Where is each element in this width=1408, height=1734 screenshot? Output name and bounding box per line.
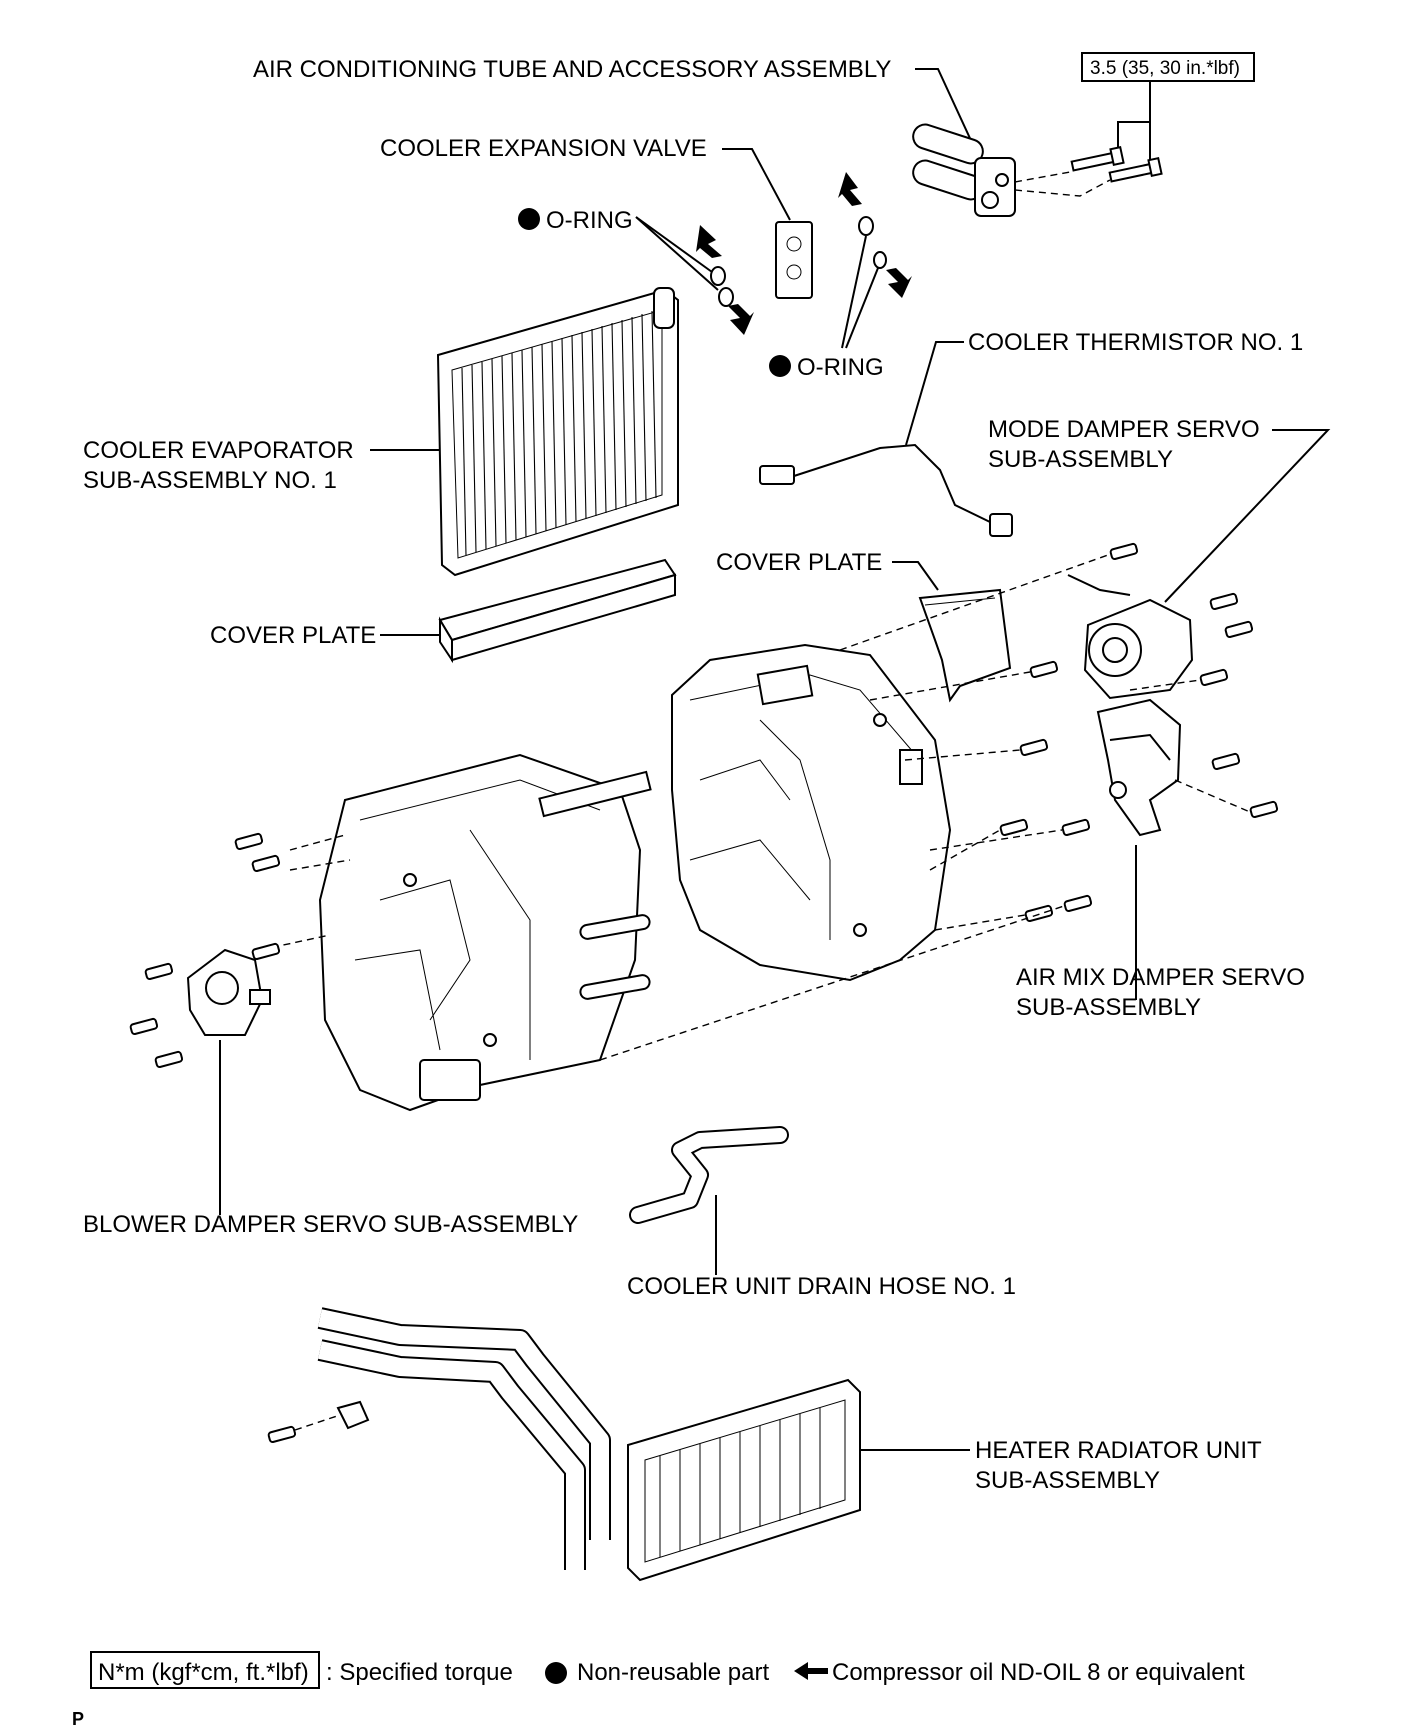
nonreusable-dot-upper <box>518 208 540 230</box>
label-mode-servo-1: MODE DAMPER SERVO <box>988 416 1260 443</box>
cooler-drain-hose <box>629 1126 789 1224</box>
oring-2 <box>718 287 734 307</box>
alignment-dashes <box>259 554 1251 1061</box>
page-mark: P <box>72 1709 84 1729</box>
label-expansion-valve: COOLER EXPANSION VALVE <box>380 135 707 162</box>
leader-expansion-valve <box>722 148 791 221</box>
oil-arrow-3 <box>838 172 862 206</box>
oring-1 <box>710 266 726 286</box>
label-torque-value: 3.5 (35, 30 in.*lbf) <box>1090 58 1240 79</box>
legend-oil-arrow <box>794 1662 828 1680</box>
label-ac-tube: AIR CONDITIONING TUBE AND ACCESSORY ASSE… <box>253 56 891 83</box>
oil-arrow-4 <box>886 268 912 298</box>
label-thermistor: COOLER THERMISTOR NO. 1 <box>968 329 1303 356</box>
torque-box <box>1081 52 1255 82</box>
left-unit-case <box>318 753 652 1112</box>
air-mix-damper-servo <box>1096 698 1182 837</box>
heater-radiator-unit <box>317 1307 861 1582</box>
bolt-ac-1 <box>1070 145 1125 172</box>
bolt-ac-2 <box>1108 156 1163 183</box>
leader-oring-upper-b <box>635 216 719 291</box>
leader-oring-lower-a <box>841 235 867 349</box>
oil-arrow-2 <box>728 304 754 335</box>
label-cover-plate-right: COVER PLATE <box>716 549 882 576</box>
dash-heater <box>294 1414 341 1431</box>
oring-3 <box>858 216 874 236</box>
screws-left <box>129 832 281 1068</box>
label-air-mix-servo-1: AIR MIX DAMPER SERVO <box>1016 964 1305 991</box>
label-heater-radiator-1: HEATER RADIATOR UNIT <box>975 1437 1262 1464</box>
oil-arrow-1 <box>696 225 722 258</box>
leader-thermistor <box>905 341 964 446</box>
dash-ac-bolt-2 <box>1014 179 1111 197</box>
label-oring-upper: O-RING <box>546 207 633 234</box>
cover-plate-right <box>918 588 1012 703</box>
label-mode-servo-2: SUB-ASSEMBLY <box>988 446 1173 473</box>
leader-mode-servo <box>1164 429 1331 603</box>
leader-cover-plate-right <box>892 561 939 591</box>
cover-plate-left <box>438 558 677 664</box>
expansion-valve <box>775 221 813 299</box>
blower-damper-servo <box>186 948 271 1036</box>
heater-clamp <box>336 1400 370 1430</box>
label-cover-plate-left: COVER PLATE <box>210 622 376 649</box>
ac-tube-assembly <box>912 123 1016 217</box>
nonreusable-dot-lower <box>769 355 791 377</box>
leader-oring-lower-b <box>845 267 879 349</box>
legend-oil-text: Compressor oil ND-OIL 8 or equivalent <box>832 1659 1245 1686</box>
legend-nonreusable-text: Non-reusable part <box>577 1659 769 1686</box>
legend-torque-box <box>90 1651 320 1689</box>
legend-torque-text: : Specified torque <box>326 1659 513 1686</box>
label-drain-hose: COOLER UNIT DRAIN HOSE NO. 1 <box>627 1273 1016 1300</box>
label-oring-lower: O-RING <box>797 354 884 381</box>
label-blower-servo: BLOWER DAMPER SERVO SUB-ASSEMBLY <box>83 1211 578 1238</box>
leader-oring-upper-a <box>635 216 713 273</box>
screw-heater <box>267 1425 297 1443</box>
oring-4 <box>873 251 887 269</box>
legend-torque-unit: N*m (kgf*cm, ft.*lbf) <box>98 1659 309 1686</box>
legend-nonreusable-dot <box>545 1662 567 1684</box>
label-air-mix-servo-2: SUB-ASSEMBLY <box>1016 994 1201 1021</box>
cooler-thermistor <box>759 443 1013 537</box>
mode-damper-servo <box>1067 574 1194 700</box>
label-evaporator-1: COOLER EVAPORATOR <box>83 437 354 464</box>
screws-right <box>999 542 1279 922</box>
leader-ac-tube <box>915 68 981 161</box>
label-evaporator-2: SUB-ASSEMBLY NO. 1 <box>83 467 337 494</box>
cooler-evaporator <box>436 287 679 577</box>
label-heater-radiator-2: SUB-ASSEMBLY <box>975 1467 1160 1494</box>
right-unit-case <box>671 643 952 982</box>
leader-torque-1 <box>1117 81 1151 150</box>
dash-ac-bolt <box>1014 171 1071 183</box>
